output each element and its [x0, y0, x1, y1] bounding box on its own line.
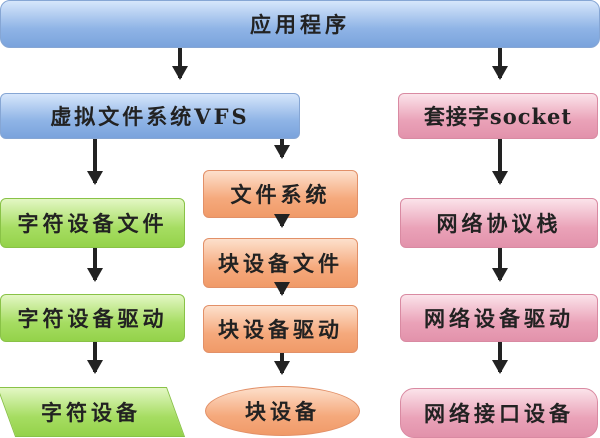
- app-box: 应用程序: [0, 0, 600, 48]
- net-driver-box: 网络设备驱动: [400, 294, 598, 342]
- char-driver-box: 字符设备驱动: [0, 294, 185, 342]
- arrow: [172, 48, 188, 80]
- arrow: [492, 342, 508, 374]
- arrow: [492, 48, 508, 80]
- block-driver-box: 块设备驱动: [203, 305, 358, 353]
- arrow: [274, 139, 290, 159]
- fs-box: 文件系统: [203, 170, 358, 218]
- block-dev-box: 块设备: [205, 386, 360, 436]
- arrow: [87, 342, 103, 374]
- arrow: [274, 353, 290, 375]
- net-if-box: 网络接口设备: [400, 388, 598, 438]
- net-stack-box: 网络协议栈: [400, 198, 598, 248]
- block-file-box: 块设备文件: [203, 238, 358, 288]
- arrow: [492, 248, 508, 282]
- arrow: [87, 248, 103, 282]
- vfs-box: 虚拟文件系统VFS: [0, 93, 300, 139]
- char-dev-shape: 字符设备: [0, 387, 186, 437]
- arrow: [274, 214, 290, 228]
- arrow: [492, 139, 508, 185]
- char-file-box: 字符设备文件: [0, 198, 185, 248]
- socket-box: 套接字socket: [398, 93, 598, 139]
- arrow: [87, 139, 103, 185]
- char-dev-label: 字符设备: [41, 400, 141, 425]
- arrow: [274, 282, 290, 296]
